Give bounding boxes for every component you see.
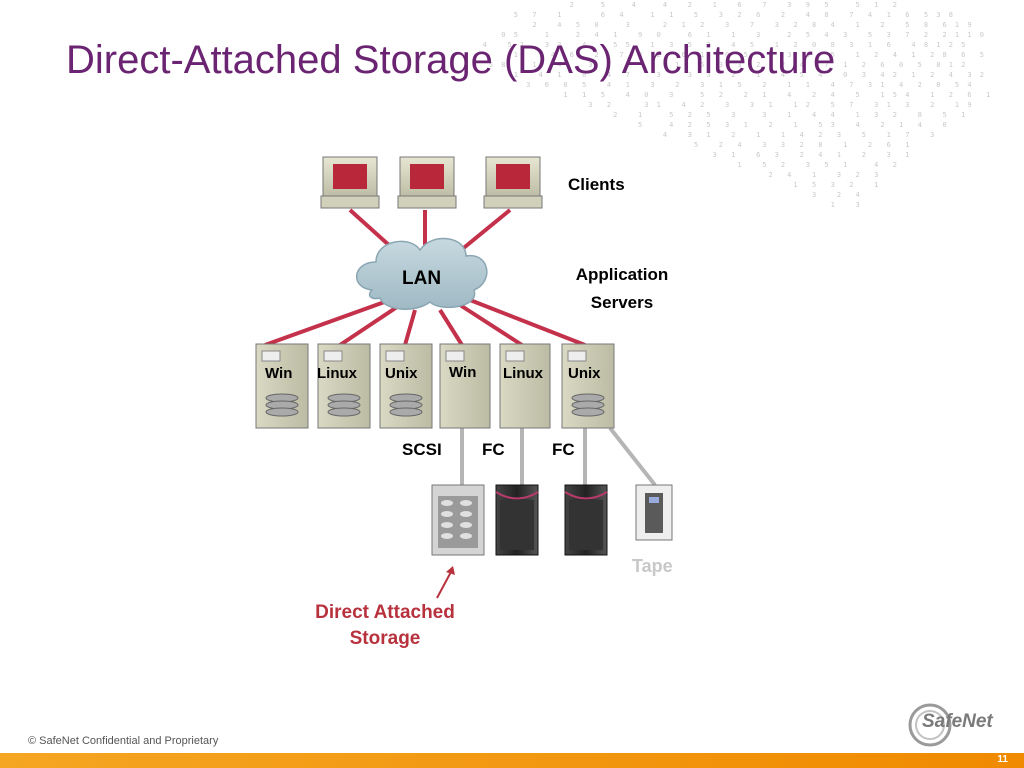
slide-title: Direct-Attached Storage (DAS) Architectu… [66,38,836,82]
safenet-logo-icon [908,703,952,747]
das-pointer-arrow [436,566,455,599]
footer-copyright: © SafeNet Confidential and Proprietary [28,735,219,747]
lan-server-links [264,298,586,347]
das-label: Direct Attached Storage [290,600,480,652]
scsi-disk-array-icon [431,484,485,556]
storage-links [460,426,657,490]
server-tower-icon [255,343,309,429]
connection-label-fc: FC [552,440,575,459]
server-label: Linux [317,365,357,382]
das-label-line2: Storage [349,628,421,649]
page-number: 11 [997,754,1008,765]
footer-bar [0,753,1024,768]
server-label: Win [449,364,477,381]
lan-cloud-icon [355,237,488,310]
tape-label: Tape [632,556,673,576]
das-label-line1: Direct Attached [315,602,455,623]
client-computer-icon [483,156,543,209]
server-label: Linux [503,365,543,382]
app-servers-label-line1: Application [575,265,669,284]
client-computer-icon [320,156,380,209]
server-tower-icon [561,343,615,429]
server-tower-icon [439,343,491,429]
server-label: Unix [568,365,601,382]
server-tower-icon [499,343,551,429]
background-digits-decoration: 2 5 4 4 2 1 6 7 3 9 5 5 1 2 5 7 1 6 4 1 … [482,1,993,209]
connection-label-fc: FC [482,440,505,459]
safenet-logo-text: SafeNet [922,711,993,732]
server-tower-icon [379,343,433,429]
connection-label-scsi: SCSI [402,440,442,459]
app-servers-label-line2: Servers [590,293,654,312]
tape-library-icon [635,484,673,541]
lan-label: LAN [402,268,442,289]
clients-label: Clients [568,175,625,194]
server-label: Unix [385,365,418,382]
fc-storage-icon [495,484,539,556]
client-computer-icon [397,156,457,209]
fc-storage-icon [564,484,608,556]
server-tower-icon [317,343,371,429]
server-label: Win [265,365,293,382]
